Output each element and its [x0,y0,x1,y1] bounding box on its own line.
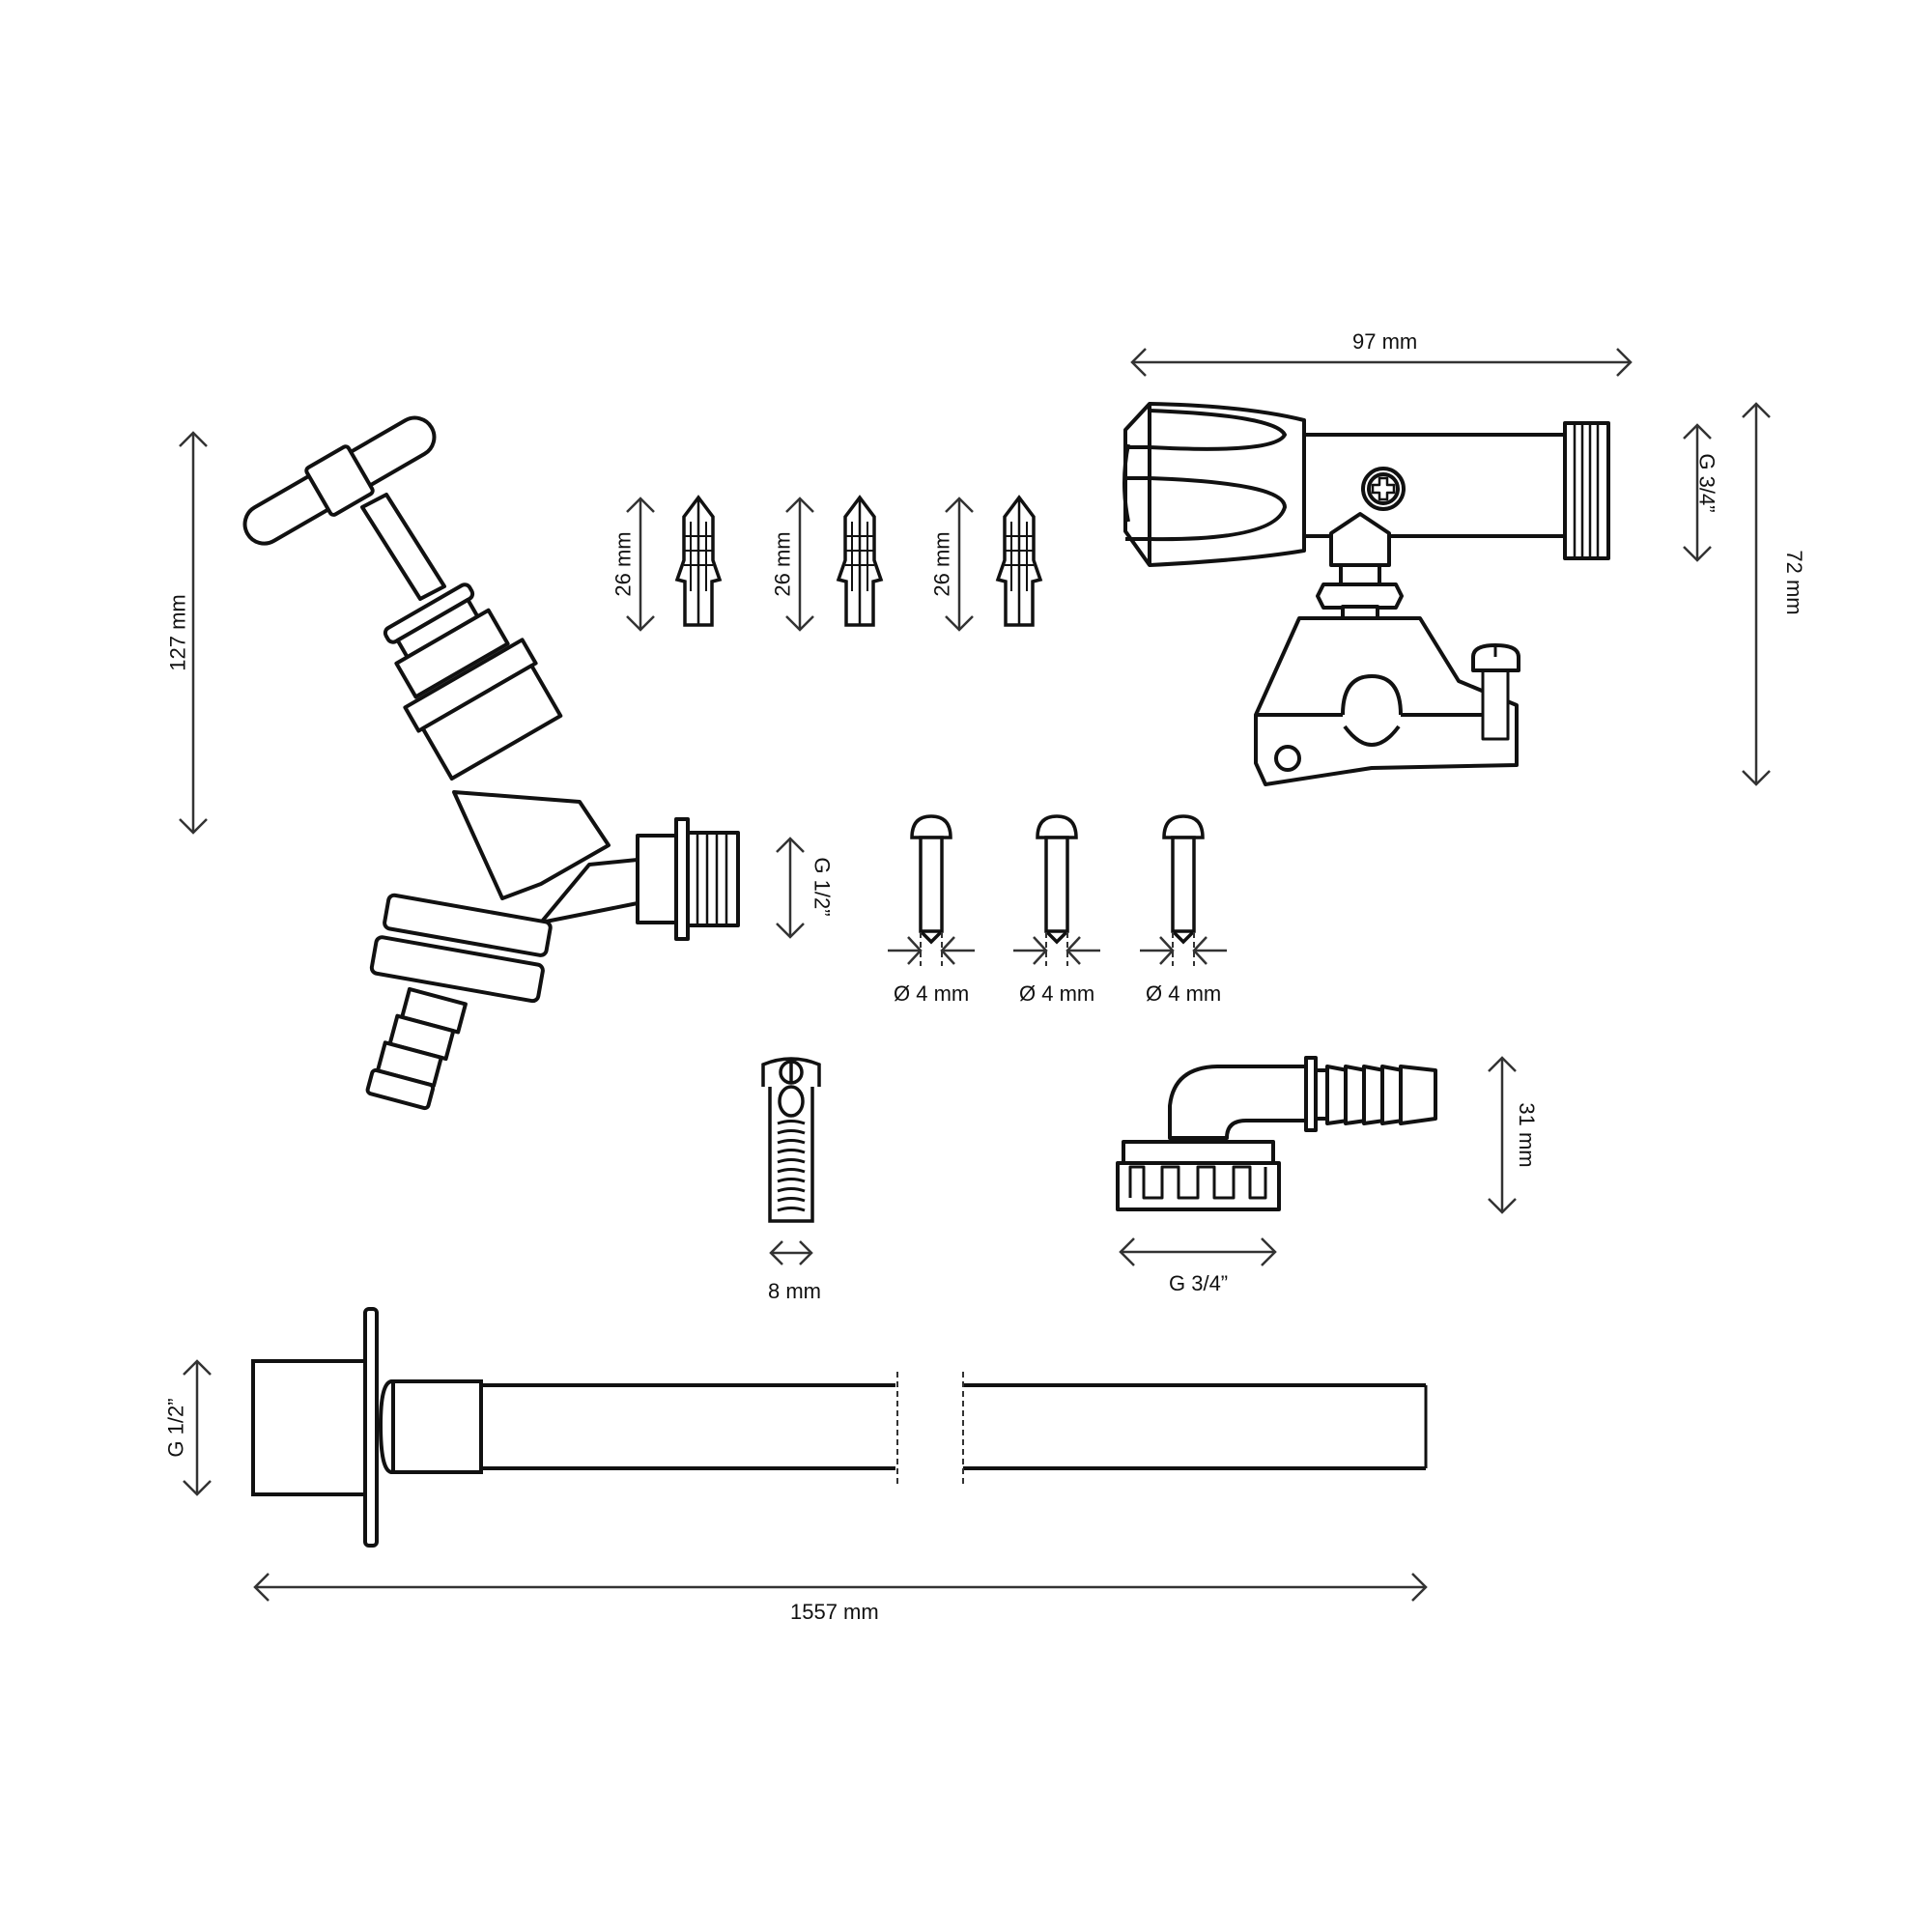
dimension-26mm-arrow-1 [626,497,655,632]
dimension-saddle-thread-arrow [1683,423,1712,562]
wall-plug-1-label: 26 mm [611,531,636,597]
toggle-bolt-width-label: 8 mm [768,1279,821,1303]
dimension-31mm-arrow [1488,1056,1517,1214]
wall-plug-group [626,497,974,632]
saddle-valve-width-label: 97 mm [1352,329,1418,354]
dimension-1557mm-arrow [253,1573,1428,1602]
dimension-tap-thread-arrow [776,837,805,939]
hose-connector-thread-label: G 3/4” [1169,1271,1229,1295]
dimension-8mm-arrow [769,1240,813,1265]
wall-plug-2-label: 26 mm [770,531,795,597]
hose-connector-drawing [1116,1056,1437,1211]
saddle-valve-height-label: 72 mm [1781,550,1806,615]
dimension-26mm-arrow-3 [945,497,974,632]
hose-connector-height-label: 31 mm [1514,1102,1539,1168]
dimension-26mm-arrow-2 [785,497,814,632]
screw-2-label: Ø 4 mm [1019,981,1095,1006]
wall-plug-3-label: 26 mm [929,531,954,597]
saddle-valve-drawing [1122,402,1610,786]
screw-shapes [888,814,1227,966]
tap-drawing [242,415,740,1111]
dimension-connector-thread-arrow [1119,1237,1277,1266]
saddle-valve-thread-label: G 3/4” [1694,453,1719,513]
dimension-97mm-arrow [1130,348,1633,377]
wall-plug-shapes [674,495,1043,627]
screw-3-label: Ø 4 mm [1146,981,1222,1006]
dimension-72mm-arrow [1742,402,1771,786]
screw-1-label: Ø 4 mm [894,981,970,1006]
dimension-127mm-arrow [179,431,208,835]
toggle-bolt-drawing [761,1057,821,1223]
wall-pipe-thread-label: G 1/2” [163,1398,188,1458]
wall-pipe-length-label: 1557 mm [790,1600,879,1624]
tap-height-label: 127 mm [165,594,190,671]
wall-pipe-drawing [251,1307,1428,1548]
tap-thread-label: G 1/2” [810,857,835,917]
dimension-pipe-thread-arrow [183,1359,212,1496]
